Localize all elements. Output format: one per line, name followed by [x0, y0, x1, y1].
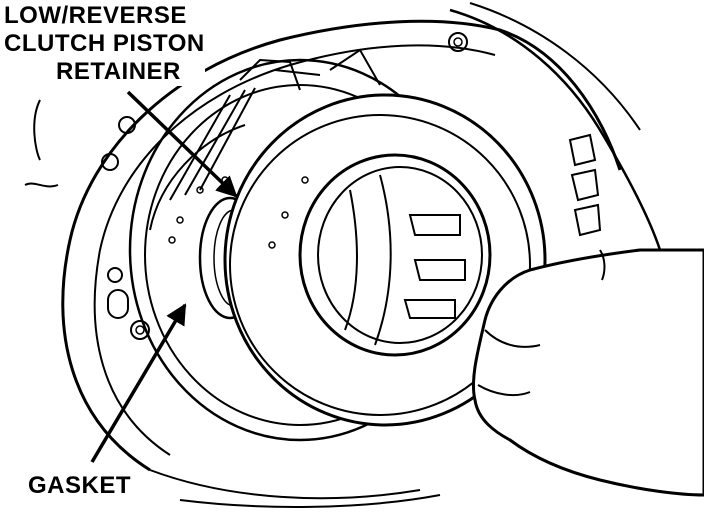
transmission-case — [24, 2, 662, 508]
retainer-label-line-1: LOW/REVERSE — [4, 2, 187, 29]
retainer-label: LOW/REVERSE CLUTCH PISTON RETAINER — [4, 2, 205, 86]
outer-splines — [568, 133, 602, 237]
inner-splines — [344, 174, 466, 346]
hand — [471, 248, 704, 497]
retainer-label-line-2: CLUTCH PISTON — [4, 30, 205, 57]
retainer-leader-arrow — [126, 90, 238, 198]
gasket-leader-arrow — [90, 303, 187, 463]
retainer-label-line-3: RETAINER — [56, 58, 181, 85]
gasket-label: GASKET — [28, 472, 132, 500]
piston-retainer — [223, 93, 547, 427]
